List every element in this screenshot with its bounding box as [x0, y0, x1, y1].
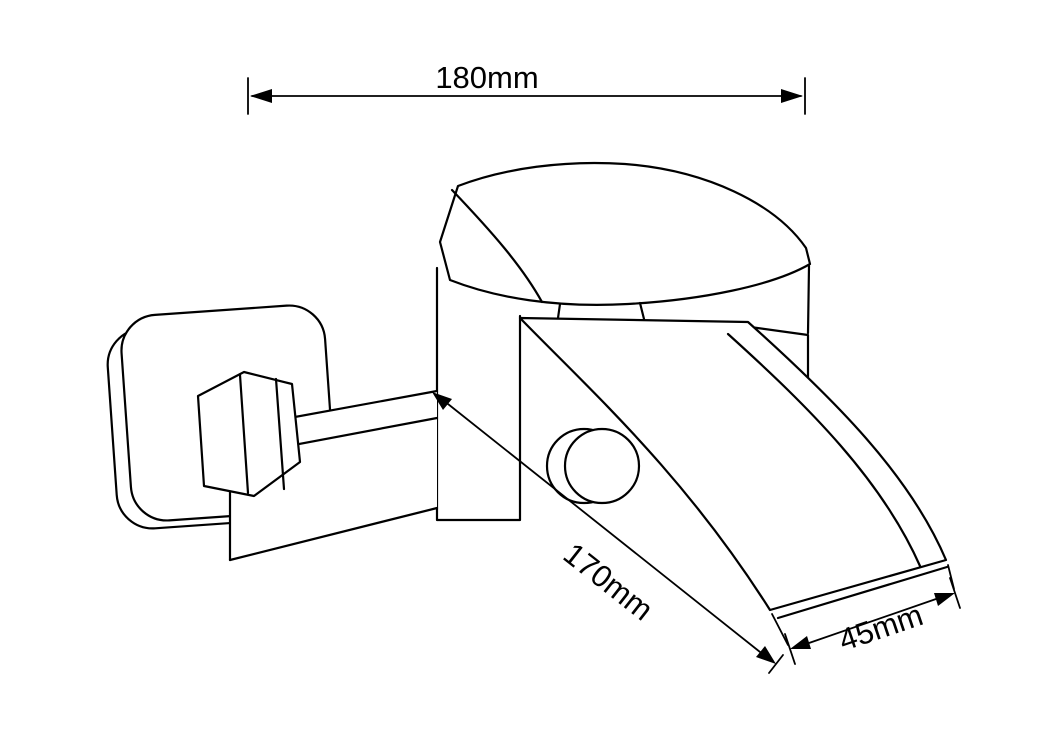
waterfall-spout: [518, 316, 949, 620]
dimension-label-45mm: 45mm: [834, 597, 927, 658]
faucet-body: [435, 266, 522, 522]
mounting-nut: [196, 370, 302, 498]
diverter-knob: [545, 427, 641, 505]
dimension-label-170mm: 170mm: [557, 536, 660, 628]
handle-lever: [438, 161, 812, 335]
dimension-180mm: 180mm: [247, 60, 806, 115]
dimension-label-180mm: 180mm: [435, 60, 538, 95]
